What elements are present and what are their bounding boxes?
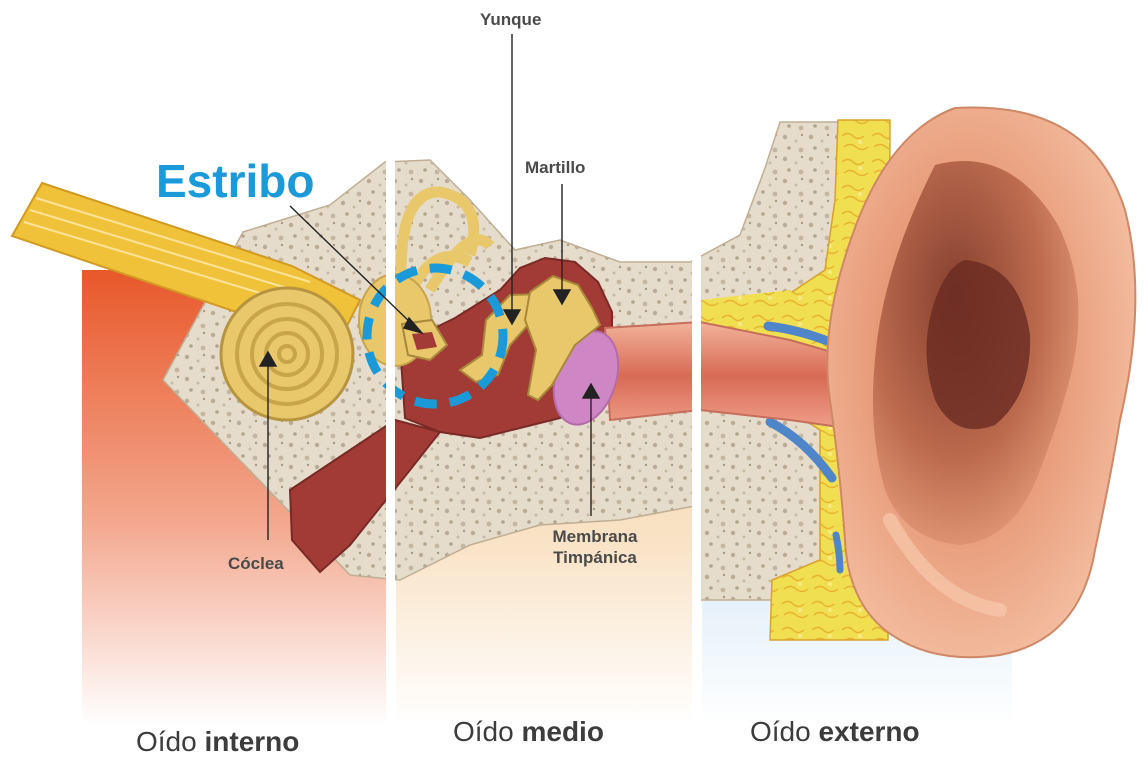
- blood-vessel: [836, 535, 840, 570]
- section-caption-prefix: Oído: [750, 716, 811, 747]
- section-caption-prefix: Oído: [136, 726, 197, 757]
- section-divider: [692, 150, 701, 740]
- stapes-highlight-label: Estribo: [156, 154, 314, 208]
- label-membrana-timpanica: Membrana Timpánica: [535, 526, 655, 568]
- section-caption-bold: externo: [818, 716, 919, 747]
- label-martillo: Martillo: [525, 157, 585, 178]
- section-divider: [386, 150, 395, 740]
- section-caption-bold: medio: [521, 716, 603, 747]
- section-caption-outer-ear: Oído externo: [750, 716, 920, 748]
- section-caption-prefix: Oído: [453, 716, 514, 747]
- section-caption-inner-ear: Oído interno: [136, 726, 299, 758]
- label-yunque: Yunque: [480, 9, 541, 30]
- cochlea: [221, 288, 353, 420]
- section-caption-bold: interno: [204, 726, 299, 757]
- label-membrana-line2: Timpánica: [535, 547, 655, 568]
- label-membrana-line1: Membrana: [535, 526, 655, 547]
- section-caption-middle-ear: Oído medio: [453, 716, 604, 748]
- outer-ear-pinna: [827, 107, 1135, 657]
- label-coclea: Cóclea: [228, 553, 284, 574]
